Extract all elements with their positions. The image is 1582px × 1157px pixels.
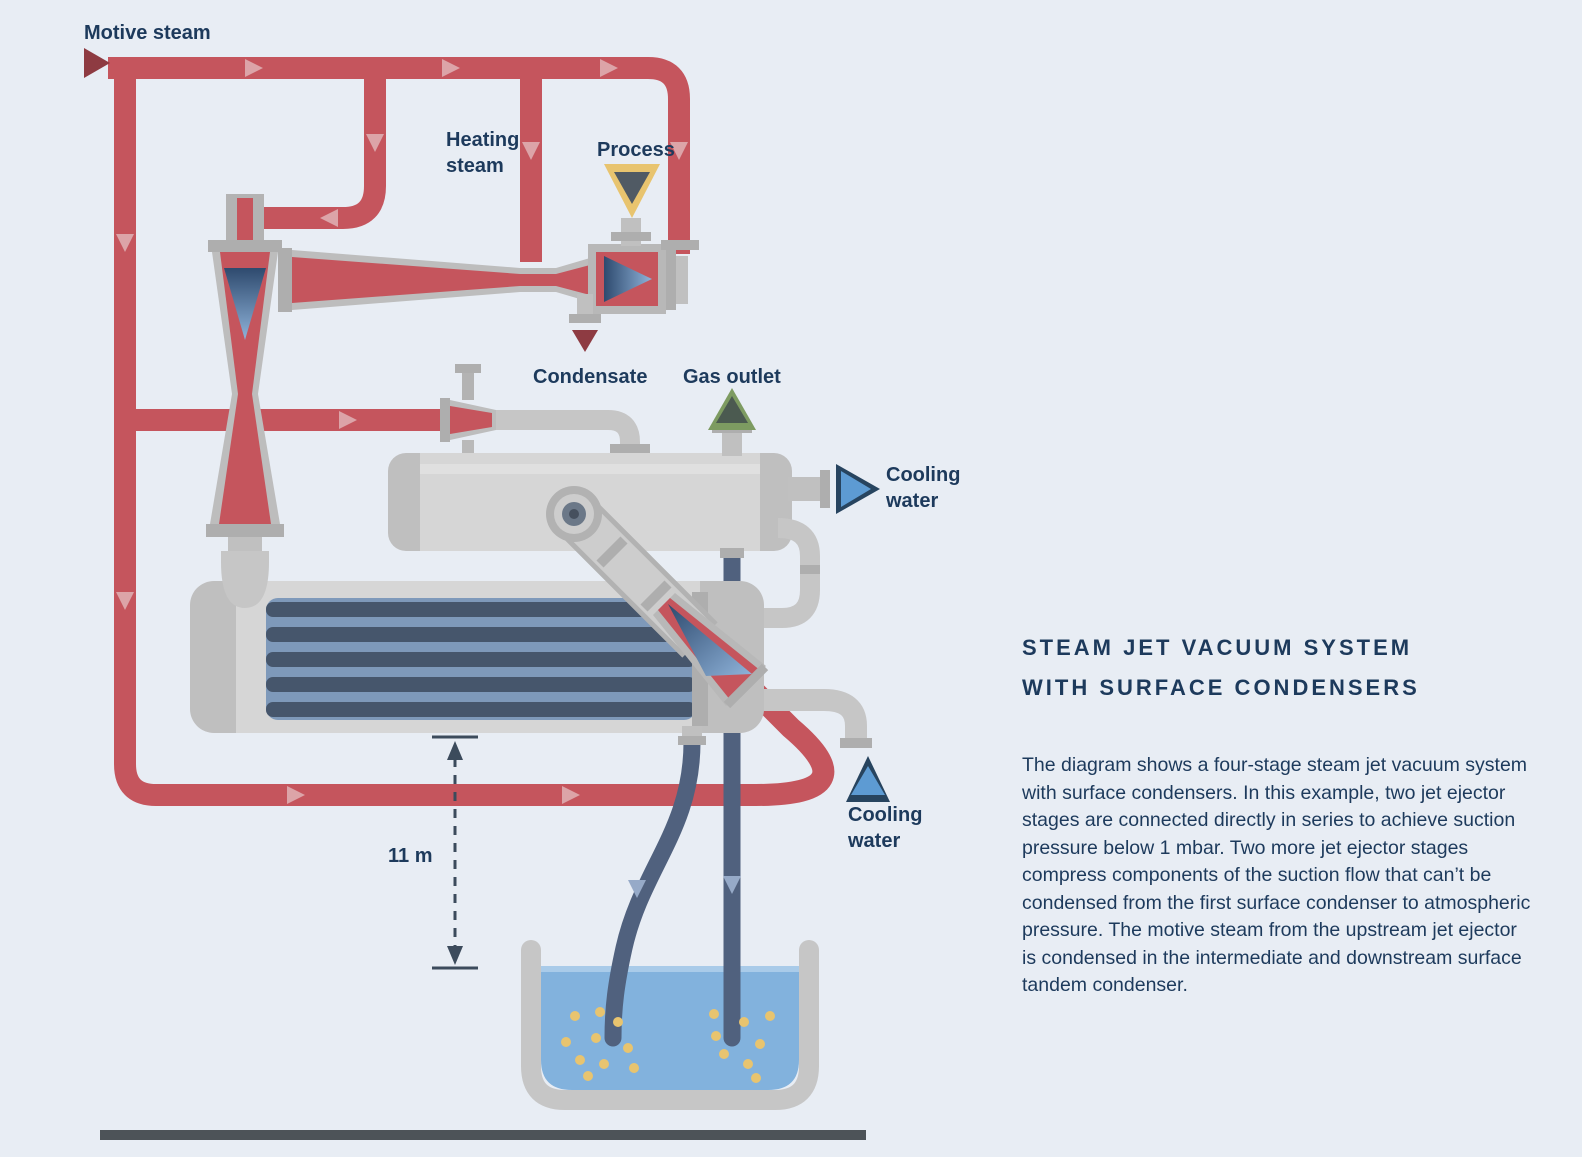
jet-ejector-diagonal <box>546 486 769 709</box>
jet-ejector-vertical <box>206 194 284 608</box>
label-process: Process <box>597 139 675 161</box>
gas-outlet-arrow-icon <box>708 388 756 430</box>
description-text: The diagram shows a four-stage steam jet… <box>1022 754 1531 996</box>
label-gas-outlet: Gas outlet <box>683 366 781 388</box>
dimension-line-11m <box>432 735 478 970</box>
cooling-water-inlet-arrow-icon <box>836 464 880 514</box>
drain-flow-chevrons <box>628 876 741 898</box>
booster-ejector-valve <box>440 364 650 468</box>
ejector-nozzle-branch <box>256 68 386 229</box>
page-title-line2: WITH SURFACE CONDENSERS <box>1022 675 1420 700</box>
water-tank <box>521 940 819 1110</box>
info-panel: STEAM JET VACUUM SYSTEM WITH SURFACE CON… <box>1022 628 1534 1000</box>
label-heating-steam: Heating steam <box>446 129 520 177</box>
ground-line <box>100 1130 866 1140</box>
condenser-connector-pipes <box>760 518 872 748</box>
tank-bubbles <box>561 1007 775 1083</box>
cooling-water-outlet-arrow-icon <box>846 756 890 802</box>
motive-steam-arrow-icon <box>84 48 110 78</box>
page-title-line1: STEAM JET VACUUM SYSTEM <box>1022 635 1413 660</box>
label-height-dimension: 11 m <box>388 845 433 867</box>
label-motive-steam: Motive steam <box>84 22 211 44</box>
label-cooling-water-bottom: Cooling water <box>848 804 923 852</box>
top-steam-main <box>108 57 690 254</box>
surface-condenser-bottom <box>190 581 764 745</box>
motive-steam-pipe-network <box>108 57 835 806</box>
left-steam-main <box>114 57 835 806</box>
flow-direction-chevrons <box>116 59 688 804</box>
tank-water <box>541 966 799 1090</box>
label-cooling-water-top: Cooling water <box>886 464 961 512</box>
condensate-arrow-icon <box>572 330 598 352</box>
jet-ejector-horizontal <box>278 218 699 323</box>
label-condensate: Condensate <box>533 366 648 388</box>
process-inlet-arrow-icon <box>604 164 660 218</box>
tube-bundle <box>266 598 696 720</box>
